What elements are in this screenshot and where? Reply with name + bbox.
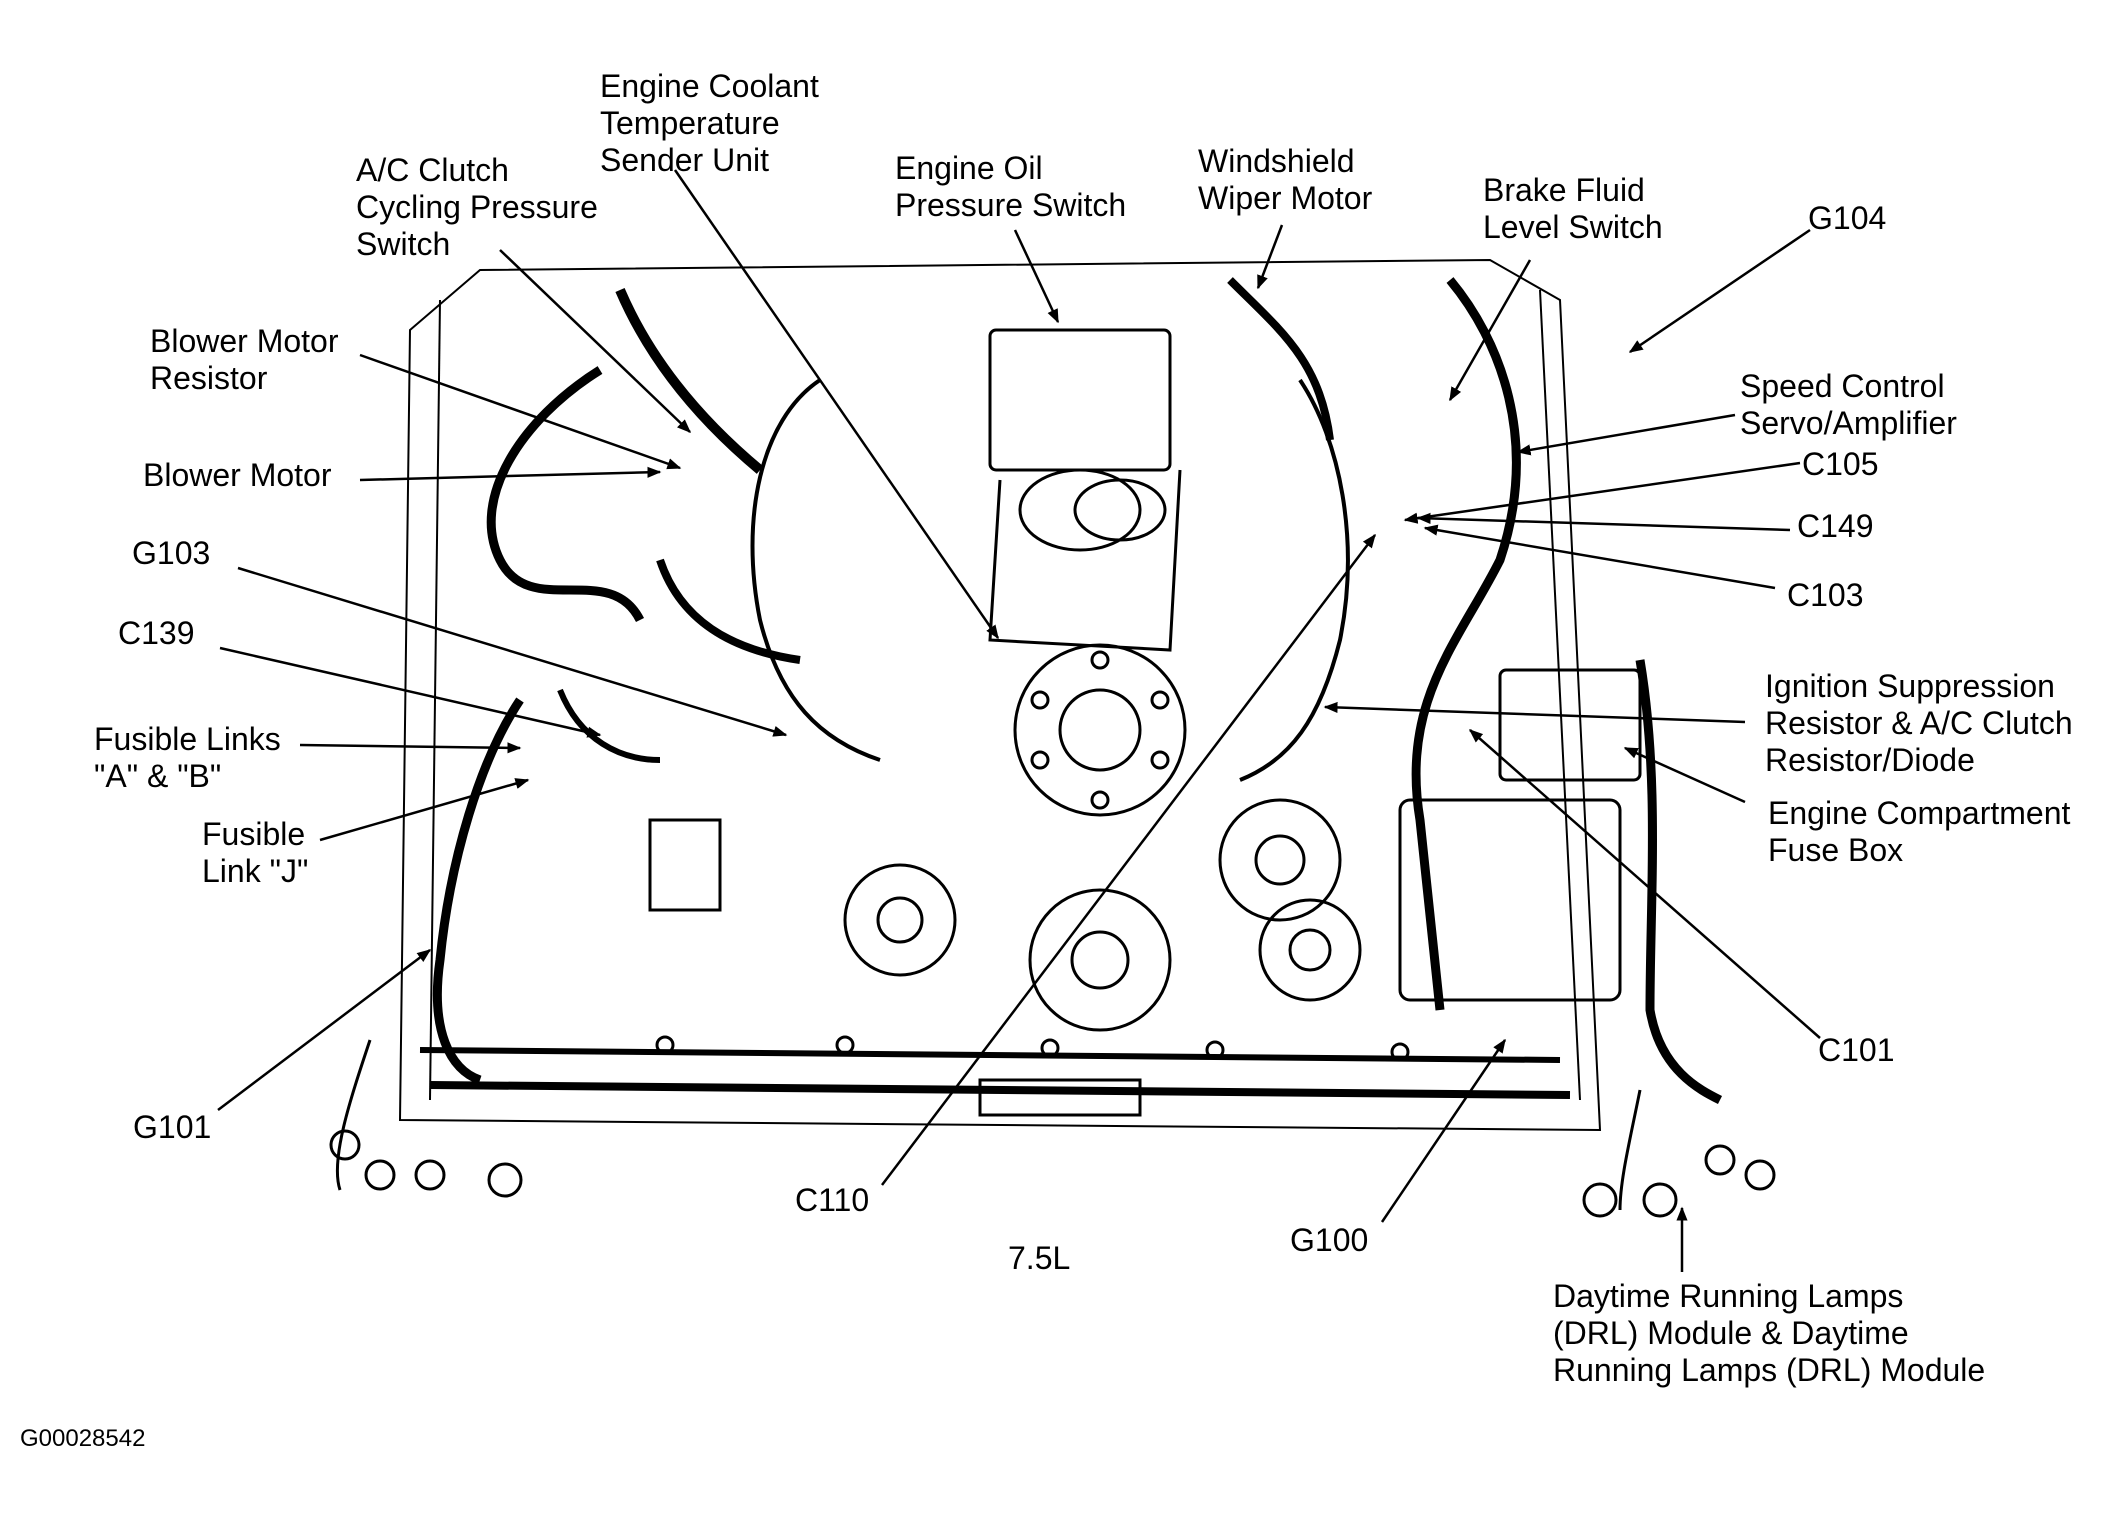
leader-fusible-j xyxy=(319,778,530,842)
label-fusible-ab: Fusible Links "A" & "B" xyxy=(94,721,281,794)
leader-ignition-suppression xyxy=(1323,701,1746,724)
label-ignition-suppression: Ignition Suppression Resistor & A/C Clut… xyxy=(1765,668,2073,778)
label-c101: C101 xyxy=(1818,1032,1895,1068)
figure-id: G00028542 xyxy=(20,1425,146,1452)
leader-c149 xyxy=(1416,512,1791,532)
leader-g103 xyxy=(237,566,788,737)
leader-c105 xyxy=(1403,461,1801,524)
label-blower-resistor: Blower Motor Resistor xyxy=(150,323,339,396)
label-c103: C103 xyxy=(1787,577,1864,613)
label-wiper-motor: Windshield Wiper Motor xyxy=(1198,143,1373,216)
label-g100: G100 xyxy=(1290,1222,1369,1258)
leader-wiper-motor xyxy=(1256,224,1284,290)
leader-lines xyxy=(217,169,1821,1272)
label-g101: G101 xyxy=(133,1109,212,1145)
label-fuse-box: Engine Compartment Fuse Box xyxy=(1768,795,2071,868)
leader-ect-sender xyxy=(673,169,1000,640)
label-c149: C149 xyxy=(1797,508,1874,544)
label-c105: C105 xyxy=(1802,446,1879,482)
leader-blower-resistor xyxy=(359,353,682,470)
leader-c110 xyxy=(881,533,1376,1186)
leader-g104 xyxy=(1628,228,1811,354)
leader-fusible-ab xyxy=(299,742,522,754)
label-g103: G103 xyxy=(132,535,211,571)
engine-size-caption: 7.5L xyxy=(1008,1240,1071,1276)
engine-line-art xyxy=(329,258,1776,1218)
leader-fuse-box xyxy=(1623,746,1746,804)
label-brake-fluid: Brake Fluid Level Switch xyxy=(1483,172,1663,245)
label-speed-control: Speed Control Servo/Amplifier xyxy=(1740,368,1957,441)
leader-brake-fluid xyxy=(1448,259,1532,402)
leader-c101 xyxy=(1468,729,1821,1039)
leader-c139 xyxy=(219,646,602,738)
label-oil-pressure: Engine Oil Pressure Switch xyxy=(895,150,1127,223)
leader-speed-control xyxy=(1516,413,1736,456)
label-g104: G104 xyxy=(1808,200,1887,236)
leader-g101 xyxy=(217,949,432,1111)
label-ac-clutch-switch: A/C Clutch Cycling Pressure Switch xyxy=(356,152,598,262)
leader-blower-motor xyxy=(359,466,662,482)
leader-c103 xyxy=(1423,524,1776,590)
label-ect-sender: Engine Coolant Temperature Sender Unit xyxy=(600,68,819,178)
leader-oil-pressure xyxy=(1013,229,1060,324)
label-c139: C139 xyxy=(118,615,195,651)
label-fusible-j: Fusible Link "J" xyxy=(202,816,309,889)
label-drl: Daytime Running Lamps (DRL) Module & Day… xyxy=(1553,1278,1986,1388)
leader-ac-clutch-switch xyxy=(499,249,692,433)
leader-g100 xyxy=(1380,1038,1507,1223)
label-blower-motor: Blower Motor xyxy=(143,457,332,493)
label-c110: C110 xyxy=(795,1182,870,1218)
